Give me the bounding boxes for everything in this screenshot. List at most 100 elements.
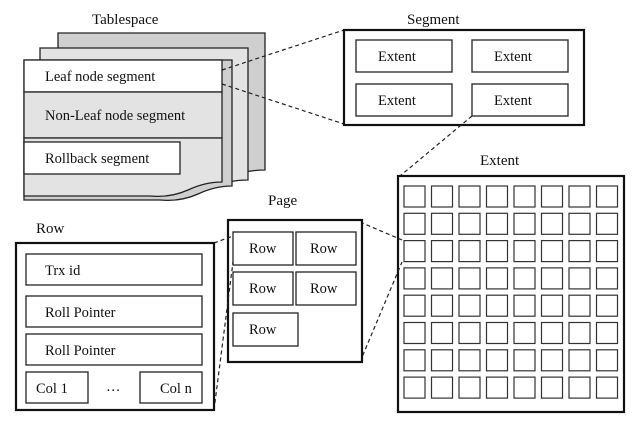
- segment-extent-label: Extent: [494, 49, 532, 65]
- extent-page-cell: [568, 240, 591, 263]
- extent-page-cell: [458, 267, 481, 290]
- row-field-box: [25, 333, 203, 366]
- extent-page-cell: [540, 376, 564, 399]
- extent-page-cell: [568, 212, 591, 235]
- page-row-box: [232, 312, 299, 347]
- extent-page-cell: [513, 185, 536, 208]
- extent-page-cell: [403, 294, 426, 317]
- extent-page-cell: [595, 321, 619, 345]
- row-field-box: [25, 253, 203, 286]
- page-row-label: Row: [249, 322, 277, 338]
- extent-page-cell: [595, 349, 619, 372]
- page-row-box: [232, 271, 294, 306]
- row-field-label: Roll Pointer: [45, 343, 116, 359]
- page-row-box: [295, 231, 357, 266]
- extent-page-cell: [403, 376, 426, 399]
- extent-page-cell: [568, 267, 591, 290]
- extent-page-cell: [513, 267, 536, 290]
- segment-extent-box: [355, 83, 453, 117]
- row-col-last-label: Col n: [160, 381, 193, 397]
- extent-page-cell: [485, 294, 509, 317]
- segment-extent-box: [471, 83, 569, 117]
- extent-page-cell: [595, 294, 619, 317]
- extent-page-cell: [513, 212, 536, 235]
- extent-page-cell: [458, 376, 481, 399]
- extent-page-cell: [513, 294, 536, 317]
- extent-page-cell: [403, 185, 426, 208]
- tablespace-title: Tablespace: [92, 12, 159, 28]
- extent-group: Extent: [396, 153, 626, 414]
- page-row-label: Row: [249, 241, 277, 257]
- extent-page-cell: [568, 185, 591, 208]
- page-row-box: [295, 271, 357, 306]
- extent-page-cell: [485, 376, 509, 399]
- leaf-node-segment-box: [23, 59, 223, 93]
- row-col-ellipsis: …: [106, 379, 121, 395]
- extent-page-cell: [458, 321, 481, 345]
- zoom-line-row-bottom: [213, 261, 234, 411]
- page-row-label: Row: [310, 281, 338, 297]
- extent-page-cell: [403, 321, 426, 345]
- extent-page-cell: [540, 240, 564, 263]
- extent-page-cell: [595, 185, 619, 208]
- extent-page-cell: [513, 240, 536, 263]
- zoom-line-extent: [399, 115, 473, 177]
- extent-page-cell: [430, 185, 454, 208]
- extent-page-cell: [403, 349, 426, 372]
- extent-page-cell: [430, 294, 454, 317]
- zoom-line-segment-bottom: [221, 83, 345, 125]
- extent-page-cell: [403, 267, 426, 290]
- extent-page-cell: [595, 240, 619, 263]
- extent-page-cell: [595, 212, 619, 235]
- page-row-label: Row: [310, 241, 338, 257]
- extent-page-cell: [595, 267, 619, 290]
- rollback-segment-label: Rollback segment: [45, 151, 149, 167]
- extent-page-cell: [458, 185, 481, 208]
- segment-extent-box: [355, 39, 453, 73]
- extent-page-cell: [540, 185, 564, 208]
- extent-page-cell: [568, 294, 591, 317]
- extent-page-cell: [430, 212, 454, 235]
- extent-page-cell: [485, 240, 509, 263]
- extent-page-cell: [430, 267, 454, 290]
- extent-page-cell: [568, 376, 591, 399]
- extent-page-cell: [430, 240, 454, 263]
- extent-page-cell: [540, 294, 564, 317]
- page-row-box: [232, 231, 294, 266]
- rollback-segment-box: [23, 141, 181, 175]
- row-field-box: [25, 295, 203, 328]
- extent-page-cell: [485, 212, 509, 235]
- row-field-label: Trx id: [45, 263, 81, 279]
- segment-group: Segment Extent Extent Extent Extent: [342, 12, 586, 127]
- extent-page-cell: [485, 267, 509, 290]
- row-group: Row Trx id Roll Pointer Roll Pointer Col…: [14, 221, 216, 412]
- extent-page-cell: [595, 376, 619, 399]
- extent-page-cell: [513, 321, 536, 345]
- extent-page-cell: [430, 376, 454, 399]
- leaf-node-segment-label: Leaf node segment: [45, 69, 155, 85]
- extent-page-cell: [540, 349, 564, 372]
- extent-page-cell: [540, 212, 564, 235]
- extent-page-cell: [485, 349, 509, 372]
- zoom-line-row-top: [213, 235, 234, 244]
- extent-page-cell: [458, 212, 481, 235]
- page-title: Page: [268, 193, 298, 209]
- segment-extent-label: Extent: [494, 93, 532, 109]
- extent-page-cell: [403, 212, 426, 235]
- segment-extent-box: [471, 39, 569, 73]
- extent-page-cell: [430, 349, 454, 372]
- extent-page-cell: [403, 240, 426, 263]
- zoom-line-segment-top: [221, 29, 345, 71]
- extent-page-grid: [403, 185, 619, 399]
- segment-extent-label: Extent: [378, 49, 416, 65]
- extent-title: Extent: [480, 153, 520, 169]
- tablespace-group: Tablespace Leaf node segment Non-Leaf no…: [23, 12, 266, 202]
- extent-page-cell: [540, 321, 564, 345]
- extent-page-cell: [485, 185, 509, 208]
- row-field-label: Roll Pointer: [45, 305, 116, 321]
- non-leaf-node-segment-label: Non-Leaf node segment: [45, 108, 185, 124]
- extent-page-cell: [540, 267, 564, 290]
- zoom-line-page-top: [359, 221, 403, 241]
- segment-title: Segment: [407, 12, 460, 28]
- extent-page-cell: [568, 321, 591, 345]
